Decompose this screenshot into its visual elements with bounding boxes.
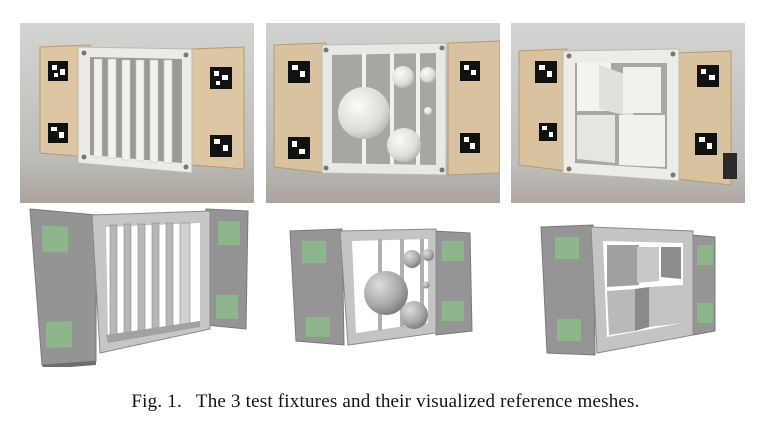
marker-patch bbox=[442, 301, 464, 321]
photo-fixture-flaps bbox=[511, 23, 745, 203]
marker-patch bbox=[302, 241, 326, 263]
marker-patch bbox=[557, 319, 581, 341]
marker-patch bbox=[442, 241, 464, 261]
marker-patch bbox=[697, 303, 713, 323]
marker-patch bbox=[42, 225, 68, 253]
aruco-marker bbox=[535, 61, 557, 83]
marker-patch bbox=[216, 295, 238, 319]
marker-patch bbox=[306, 317, 330, 337]
mesh-fixture-flaps bbox=[511, 207, 745, 367]
marker-patch bbox=[46, 321, 72, 349]
aruco-marker bbox=[210, 67, 232, 89]
photo-fixture-bars bbox=[20, 23, 254, 203]
marker-patch bbox=[555, 237, 579, 259]
aruco-marker bbox=[288, 137, 310, 159]
photo-fixture-spheres bbox=[266, 23, 500, 203]
aruco-marker bbox=[460, 61, 480, 81]
figure-label: Fig. 1. bbox=[131, 391, 182, 412]
aruco-marker bbox=[460, 133, 480, 153]
aruco-marker bbox=[48, 61, 68, 81]
marker-patch bbox=[697, 245, 713, 265]
mesh-fixture-spheres bbox=[266, 207, 500, 367]
figure-caption: Fig. 1. The 3 test fixtures and their vis… bbox=[0, 391, 771, 413]
aruco-marker bbox=[697, 65, 719, 87]
aruco-marker bbox=[210, 135, 232, 157]
figure-caption-text: The 3 test fixtures and their visualized… bbox=[195, 391, 640, 412]
aruco-marker bbox=[695, 133, 717, 155]
mesh-fixture-bars bbox=[20, 207, 254, 367]
aruco-marker bbox=[48, 123, 68, 143]
aruco-marker bbox=[288, 61, 310, 83]
aruco-marker bbox=[539, 123, 557, 141]
marker-patch bbox=[218, 221, 240, 245]
